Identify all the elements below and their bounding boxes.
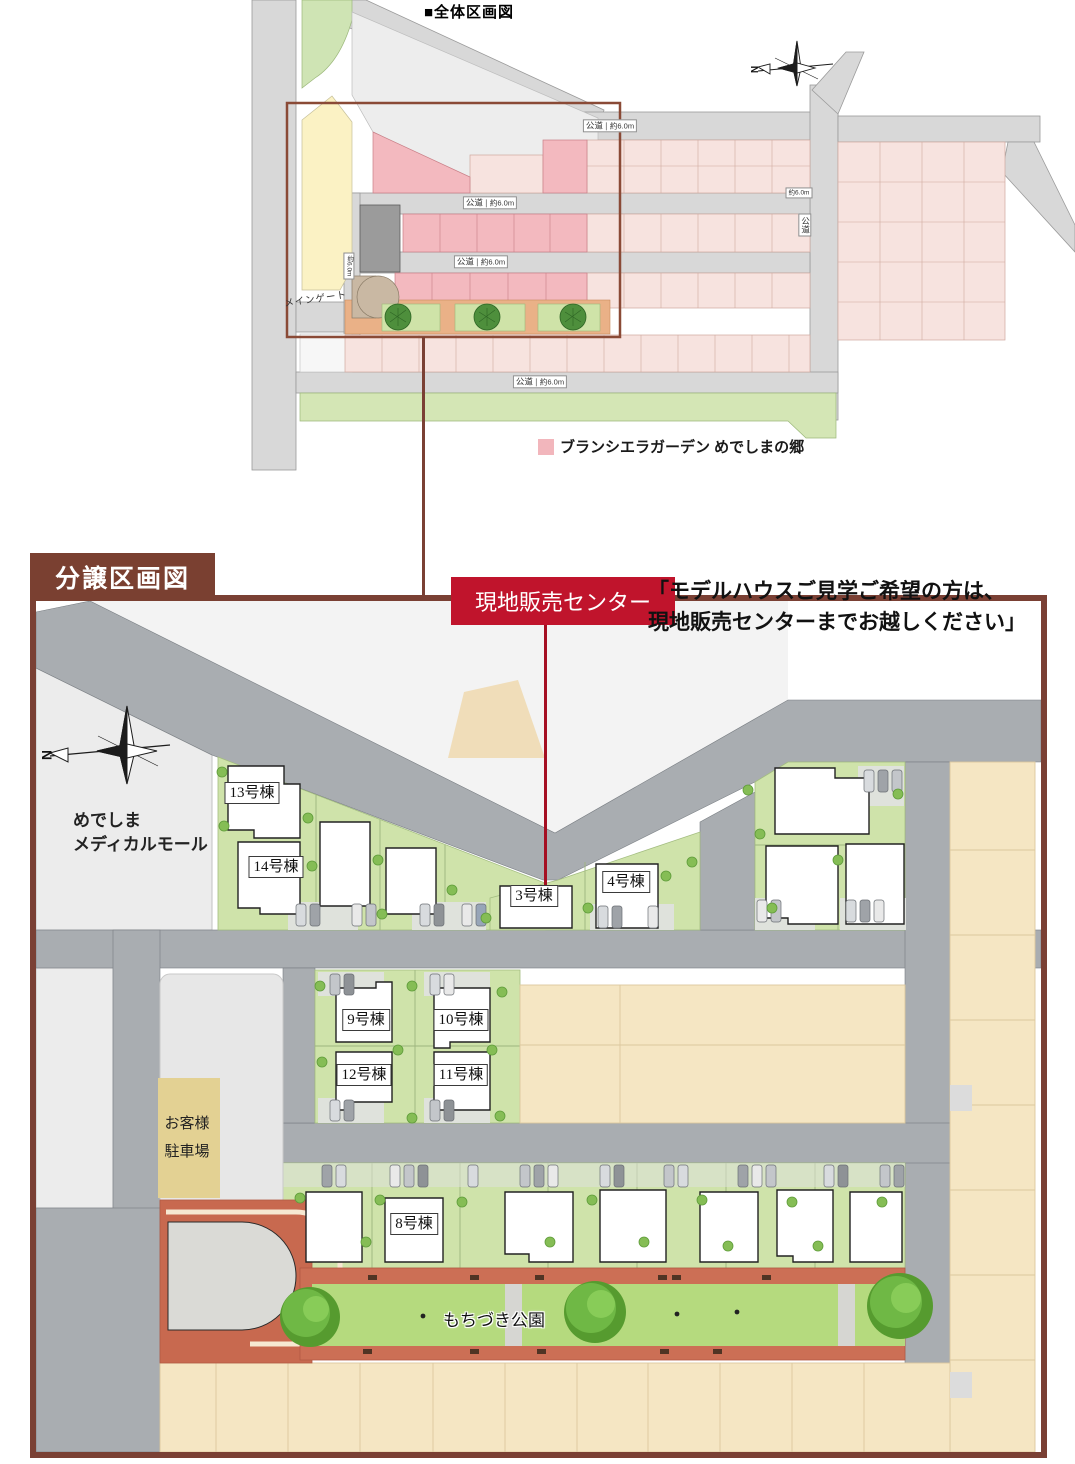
map-connector-line — [422, 337, 425, 596]
site-map — [36, 601, 1041, 1452]
park-trees — [280, 1273, 933, 1347]
garden-trees — [216, 766, 904, 1252]
sales-center-pointer-line — [544, 625, 547, 887]
site-compass-north-letter: N — [39, 749, 56, 761]
road-label-2: 公道約6.0m — [453, 255, 509, 269]
unit-label-8号棟: 8号棟 — [390, 1213, 438, 1235]
unit-label-12号棟: 12号棟 — [336, 1064, 392, 1086]
unit-label-4号棟: 4号棟 — [602, 871, 650, 893]
customer-parking-label: お客様 — [164, 1115, 210, 1132]
overview-trees — [384, 303, 587, 331]
notice-line-1: 「モデルハウスご見学ご希望の方は、 — [648, 580, 1005, 603]
overview-title: ■全体区画図 — [424, 4, 515, 21]
unit-label-13号棟: 13号棟 — [224, 782, 280, 804]
medical-mall-label: めでしま — [73, 811, 141, 830]
cars — [295, 769, 905, 1188]
overview-building — [359, 204, 401, 273]
site-map-frame — [30, 595, 1047, 1458]
customer-parking-area — [158, 973, 284, 1209]
road-label-4: 約6.0m — [785, 187, 813, 199]
road-label-0: 公道約6.0m — [582, 119, 638, 133]
unit-label-14号棟: 14号棟 — [248, 856, 304, 878]
road-label-1: 公道約6.0m — [462, 196, 518, 210]
medical-mall-label-2: メディカルモール — [73, 835, 208, 854]
notice-line-2: 現地販売センターまでお越しください」 — [648, 611, 1026, 634]
overview-south-green — [299, 392, 837, 439]
overview-compass-icon — [756, 40, 834, 87]
road-label-5: 公道 — [798, 213, 812, 237]
customer-parking-label-2: 駐車場 — [164, 1143, 210, 1160]
overview-green-strip — [301, 0, 353, 89]
site-compass-icon — [48, 705, 171, 785]
legend: ブランシエラガーデン めでしまの郷 — [538, 436, 804, 457]
road-label-3: 公道約6.0m — [512, 375, 568, 389]
unit-label-9号棟: 9号棟 — [342, 1009, 390, 1031]
road-label-6: 約6.0m — [343, 252, 355, 280]
park-name-label: もちづき公園 — [443, 1311, 545, 1330]
overview-map — [251, 0, 1075, 471]
sales-center-label: 現地販売センター — [451, 577, 675, 625]
legend-color-swatch — [538, 438, 554, 455]
unit-label-3号棟: 3号棟 — [510, 885, 558, 907]
overview-highlight-box — [285, 101, 622, 339]
site-roads — [36, 601, 1041, 1452]
unit-label-11号棟: 11号棟 — [433, 1064, 489, 1086]
unit-label-10号棟: 10号棟 — [433, 1009, 489, 1031]
overview-compass-north-letter: N — [748, 65, 760, 74]
legend-label: ブランシエラガーデン めでしまの郷 — [560, 439, 805, 456]
section-title: 分譲区画図 — [30, 553, 215, 601]
